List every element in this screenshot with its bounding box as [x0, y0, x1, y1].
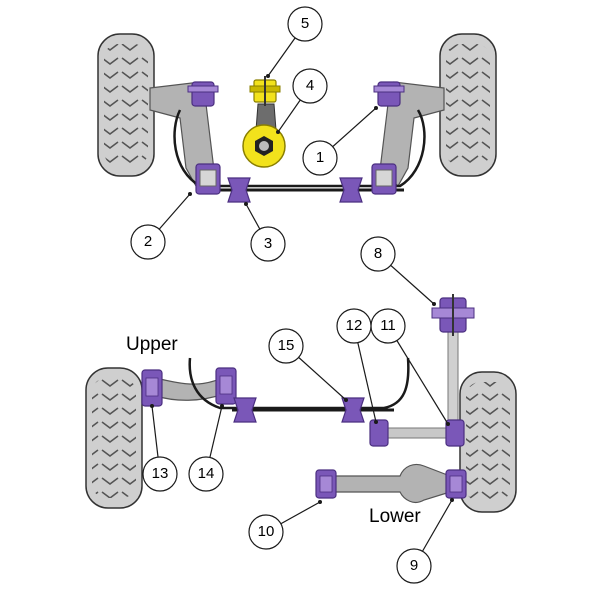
leader-arrow-9	[450, 498, 454, 502]
leader-arrow-5	[266, 74, 270, 78]
callout-number-5: 5	[300, 15, 310, 32]
callout-circle-10	[248, 514, 284, 550]
rear-lower-arm-inner-bush	[315, 469, 337, 499]
leader-arrow-10	[318, 500, 322, 504]
front-anti-roll-bar	[173, 109, 426, 188]
leader-arrow-11	[446, 422, 450, 426]
leader-arrow-3	[244, 202, 248, 206]
callout-number-3: 3	[263, 235, 273, 252]
front-axle	[97, 33, 497, 203]
leader-arrow-14	[220, 404, 224, 408]
callout-circle-8	[360, 236, 396, 272]
dog-bone-mount	[249, 76, 281, 106]
front-right-wishbone-rear-bush	[371, 163, 397, 195]
rear-upper-arm	[155, 377, 225, 401]
front-right-wishbone-front-bush	[373, 81, 405, 107]
callout-circles	[130, 6, 432, 584]
rear-toe-link	[369, 419, 465, 447]
leader-arrow-1	[374, 106, 378, 110]
rear-lower-arm	[327, 463, 451, 504]
leader-line-11	[387, 325, 449, 425]
leader-arrow-8	[432, 302, 436, 306]
callout-circle-1	[302, 140, 338, 176]
callout-number-15: 15	[277, 337, 295, 354]
callout-circle-3	[250, 226, 286, 262]
callout-number-13: 13	[151, 465, 169, 482]
callout-circle-15	[268, 328, 304, 364]
leader-arrow-2	[188, 192, 192, 196]
callout-number-11: 11	[380, 317, 396, 334]
front-right-tyre	[439, 33, 497, 177]
rear-lower-arm-outer-bush	[445, 469, 467, 499]
leader-arrow-15	[344, 398, 348, 402]
callout-number-9: 9	[409, 557, 419, 574]
callout-circle-9	[396, 548, 432, 584]
rear-upper-arm-inner-bush	[141, 369, 163, 407]
front-left-wishbone-front-bush	[187, 81, 219, 107]
callout-number-10: 10	[257, 523, 275, 540]
callout-number-14: 14	[197, 465, 215, 482]
upper-label: Upper	[126, 334, 178, 355]
rear-anti-roll-bar-bush-right	[341, 397, 365, 423]
callout-number-4: 4	[305, 77, 315, 94]
front-left-tyre	[97, 33, 155, 177]
rear-axle	[85, 294, 517, 513]
lower-label: Lower	[369, 506, 421, 527]
leader-arrow-12	[374, 420, 378, 424]
callout-number-2: 2	[143, 233, 153, 250]
callout-circle-4	[292, 68, 328, 104]
rear-anti-roll-bar-bush-left	[233, 397, 257, 423]
rear-drop-link	[431, 294, 475, 421]
callout-number-12: 12	[345, 317, 363, 334]
callout-circle-13	[142, 456, 178, 492]
callout-circle-12	[336, 308, 372, 344]
rear-anti-roll-bar	[188, 357, 410, 410]
callout-number-1: 1	[315, 149, 325, 166]
callout-circle-2	[130, 224, 166, 260]
leader-arrow-4	[276, 130, 280, 134]
rear-right-tyre	[459, 371, 517, 513]
callout-circle-5	[287, 6, 323, 42]
engine-mount	[242, 103, 286, 168]
callout-number-8: 8	[373, 245, 383, 262]
rear-upper-arm-outer-bush	[215, 367, 237, 405]
front-anti-roll-bar-bush-left	[227, 177, 251, 203]
front-anti-roll-bar-bush-right	[339, 177, 363, 203]
callout-circle-14	[188, 456, 224, 492]
rear-left-tyre	[85, 367, 143, 509]
front-left-wishbone-rear-bush	[195, 163, 221, 195]
leader-arrow-13	[150, 404, 154, 408]
